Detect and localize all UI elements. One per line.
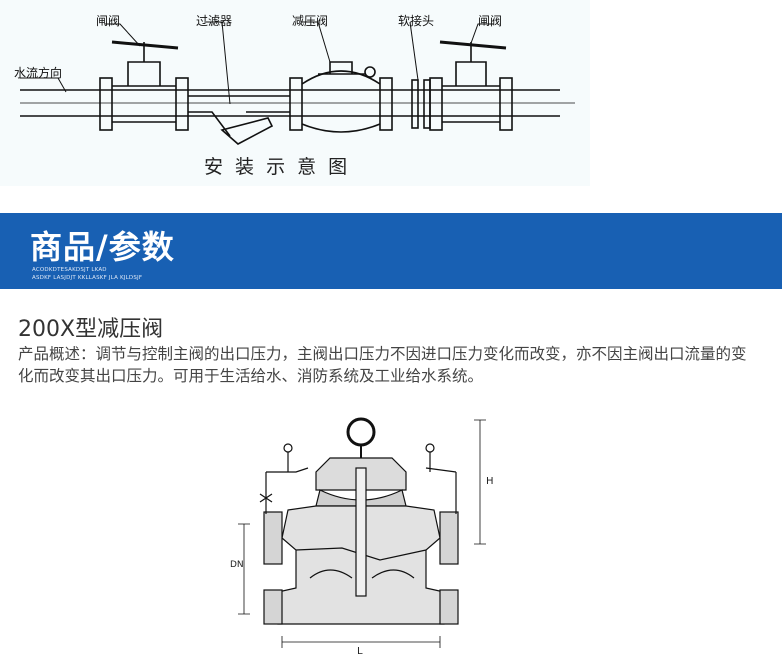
label-reducer-valve: 减压阀 [292, 14, 329, 28]
dim-h-label: H [486, 476, 494, 487]
label-filter: 过滤器 [196, 14, 233, 28]
label-gate-valve-left: 闸阀 [96, 14, 121, 28]
label-gate-valve-right: 闸阀 [478, 14, 503, 28]
diaphragm-chamber [315, 489, 407, 507]
installation-diagram: 闸阀 过滤器 减压阀 软接头 闸阀 水流方向 安 装 示 意 图 [0, 0, 782, 190]
valve-body-right [442, 85, 500, 123]
handwheel-left [111, 40, 179, 50]
ball-valve-icon [259, 493, 273, 503]
dim-dn-line [238, 523, 250, 615]
flange-left-2 [175, 77, 189, 131]
description-text: 调节与控制主阀的出口压力，主阀出口压力不因进口压力变化而改变，亦不因主阀出口流量… [18, 345, 747, 385]
filter-cap [220, 117, 274, 145]
gate-left-leader [104, 23, 141, 47]
section-subtitle-line1: ACODKDTESAKDSJT LKAD [32, 267, 107, 273]
gate-right-leader [469, 23, 494, 47]
product-description: 产品概述：调节与控制主阀的出口压力，主阀出口压力不因进口压力变化而改变，亦不因主… [18, 343, 758, 387]
dim-h-line [474, 419, 486, 545]
flange-mid-2 [379, 77, 393, 131]
flow-leader [20, 77, 67, 93]
outlet-flange-bottom [439, 589, 459, 625]
description-label: 产品概述： [18, 345, 96, 363]
main-stem [355, 467, 367, 597]
outlet-passage [371, 569, 415, 579]
reducer-bottom [301, 123, 381, 133]
diagram-caption: 安 装 示 意 图 [204, 156, 351, 178]
valve-section-drawing: H DN L [230, 410, 530, 664]
soft-joint-1 [411, 79, 419, 129]
reducer-dome [301, 70, 381, 85]
soft-joint-leader [409, 21, 419, 81]
reducer-leader [302, 21, 331, 63]
outlet-flange-top [439, 511, 459, 565]
section-title: 商品/参数 [30, 228, 175, 266]
section-subtitle-line2: ASDKF LASJDJT KKLLASKF JLA KJLDSJF [32, 275, 143, 281]
dim-l-label: L [357, 646, 363, 657]
inlet-flange-top [263, 511, 283, 565]
valve-body-left [112, 85, 176, 123]
flange-right-2 [499, 77, 513, 131]
dim-dn-label: DN [230, 560, 244, 570]
installation-diagram-svg [0, 0, 590, 186]
handwheel-right [439, 40, 507, 50]
control-pipeline [265, 467, 457, 514]
dim-l-line [281, 636, 441, 648]
needle-valve-left-icon [283, 443, 293, 453]
pressure-gauge-icon [364, 66, 376, 78]
section-header: 商品/参数 ACODKDTESAKDSJT LKAD ASDKF LASJDJT… [0, 213, 782, 289]
flange-left-1 [99, 77, 113, 131]
needle-valve-right-icon [425, 443, 435, 453]
flange-right-1 [429, 77, 443, 131]
inlet-passage [309, 569, 353, 579]
label-flow-direction: 水流方向 [14, 66, 63, 80]
filter-body [188, 95, 290, 137]
valve-section-svg [238, 417, 486, 648]
reducer-top [318, 61, 366, 75]
diagram-background [0, 0, 590, 186]
inlet-flange-bottom [263, 589, 283, 625]
flange-mid-1 [289, 77, 303, 131]
product-name: 200X型减压阀 [18, 317, 164, 342]
filter-leader [206, 21, 231, 105]
label-soft-joint: 软接头 [398, 14, 435, 28]
lifting-ring-icon [346, 417, 376, 447]
